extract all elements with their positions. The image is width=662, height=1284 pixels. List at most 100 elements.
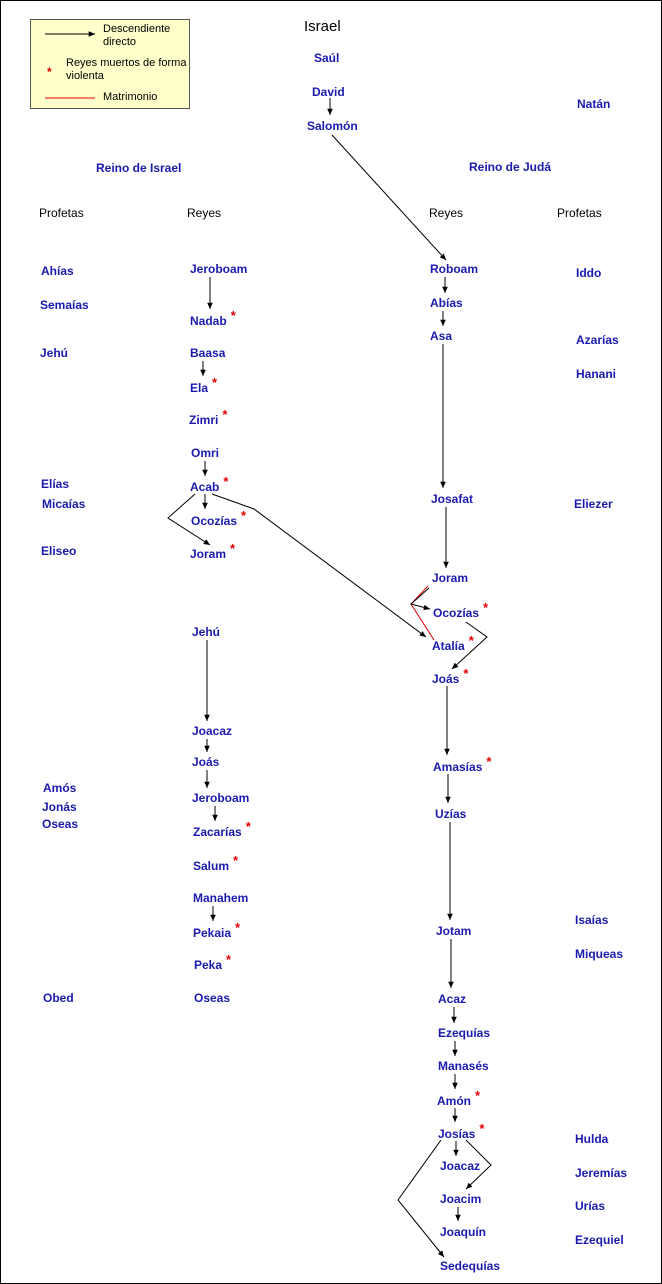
king-asa: Asa [430,329,452,343]
king-jeroboam1: Jeroboam [190,262,247,276]
legend-violent-label: Reyes muertos de forma violenta [66,57,187,82]
header-profetas-juda: Profetas [557,206,602,220]
prophet-israel: Jehú [40,346,69,360]
king-name: Abías [430,296,463,310]
prophet-israel: Oseas [42,817,79,831]
violent-death-star: * [241,508,247,523]
king-peka: Peka* [194,952,231,972]
king-name: Jeroboam [192,791,250,805]
prophet-israel: Micaías [42,497,86,511]
violent-death-star: * [483,600,489,615]
king-zacarias: Zacarías* [193,819,251,839]
king-zimri: Zimri* [189,407,227,427]
king-natan: Natán [577,97,610,111]
prophet-israel: Elías [41,477,70,491]
king-manahem: Manahem [193,891,248,905]
king-name: Nadab [190,314,227,328]
diagram-title: Israel [304,18,341,35]
king-joaquin: Joaquín [440,1225,486,1239]
header-reyes-juda: Reyes [429,206,464,220]
violent-death-star: * [222,407,228,422]
king-sedequias: Sedequías [440,1259,500,1273]
prophet-israel: Eliseo [41,544,77,558]
prophet-juda: Iddo [576,266,602,280]
king-name: Joás [192,755,220,769]
king-david: David [312,85,345,99]
violent-death-star: * [468,633,474,648]
prophet-juda: Isaías [575,913,609,927]
prophet-juda: Azarías [576,333,619,347]
kingdom-juda-label: Reino de Judá [469,160,552,174]
king-name: Natán [577,97,611,111]
king-name: Zimri [189,413,219,427]
king-name: Josías [438,1127,476,1141]
king-jehu_k: Jehú [192,625,220,639]
king-name: Ocozías [191,514,238,528]
legend-symbols [45,31,95,99]
king-name: Oseas [194,991,231,1005]
king-name: Pekaia [193,926,232,940]
king-name: Joram [432,571,469,585]
violent-death-star: * [463,666,469,681]
king-jeroboam2: Jeroboam [192,791,249,805]
king-name: Jehú [192,625,221,639]
king-name: Salum [193,859,230,873]
king-name: Acaz [438,992,467,1006]
violent-death-star: * [230,541,236,556]
header-reyes-israel: Reyes [187,206,222,220]
king-name: Manasés [438,1059,489,1073]
king-baasa: Baasa [190,346,225,360]
prophet-juda: Miqueas [575,947,624,961]
prophet-juda: Ezequiel [575,1233,624,1247]
king-joacim: Joacim [440,1192,481,1206]
prophet-israel: Obed [43,991,74,1005]
king-name: Joaquín [440,1225,487,1239]
legend-marriage-label: Matrimonio [103,91,158,103]
king-joram_j: Joram [432,571,468,585]
king-amasias: Amasías* [433,754,491,774]
prophet-israel: Jonás [42,800,77,814]
king-ocozias_j: Ocozías* [433,600,488,620]
king-name: Joram [190,547,227,561]
king-salomon: Salomón [307,119,358,133]
violent-death-star: * [212,375,218,390]
king-name: Amón [437,1094,471,1108]
king-name: Acab [190,480,220,494]
king-abias: Abías [430,296,463,310]
prophet-juda: Hulda [575,1132,609,1146]
king-ocozias_i: Ocozías* [191,508,246,528]
king-name: Sedequías [440,1259,501,1273]
king-name: Baasa [190,346,226,360]
king-name: Joás [432,672,460,686]
king-oseas_k: Oseas [194,991,230,1005]
king-name: Roboam [430,262,478,276]
violent-death-star: * [475,1088,481,1103]
king-name: Asa [430,329,453,343]
king-name: Atalía [432,639,465,653]
king-name: Jeroboam [190,262,248,276]
king-name: David [312,85,345,99]
violent-death-star: * [479,1121,485,1136]
king-saul: Saúl [314,51,339,65]
king-omri: Omri [191,446,219,460]
king-name: Josafat [431,492,474,506]
prophet-juda: Urías [575,1199,606,1213]
violent-death-star: * [223,474,229,489]
king-manases: Manasés [438,1059,489,1073]
violent-death-star: * [486,754,492,769]
king-roboam: Roboam [430,262,478,276]
king-joas_i: Joás [192,755,219,769]
violent-death-star: * [235,920,241,935]
king-name: Ezequías [438,1026,491,1040]
king-amon: Amón * [437,1088,480,1108]
king-name: Ela [190,381,209,395]
king-josafat: Josafat [431,492,473,506]
prophet-juda: Eliezer [574,497,613,511]
king-name: Joacaz [440,1159,481,1173]
king-name: Peka [194,958,223,972]
legend-star: * [47,65,52,79]
header-profetas-israel: Profetas [39,206,84,220]
king-name: Jotam [436,924,472,938]
king-acaz: Acaz [438,992,466,1006]
